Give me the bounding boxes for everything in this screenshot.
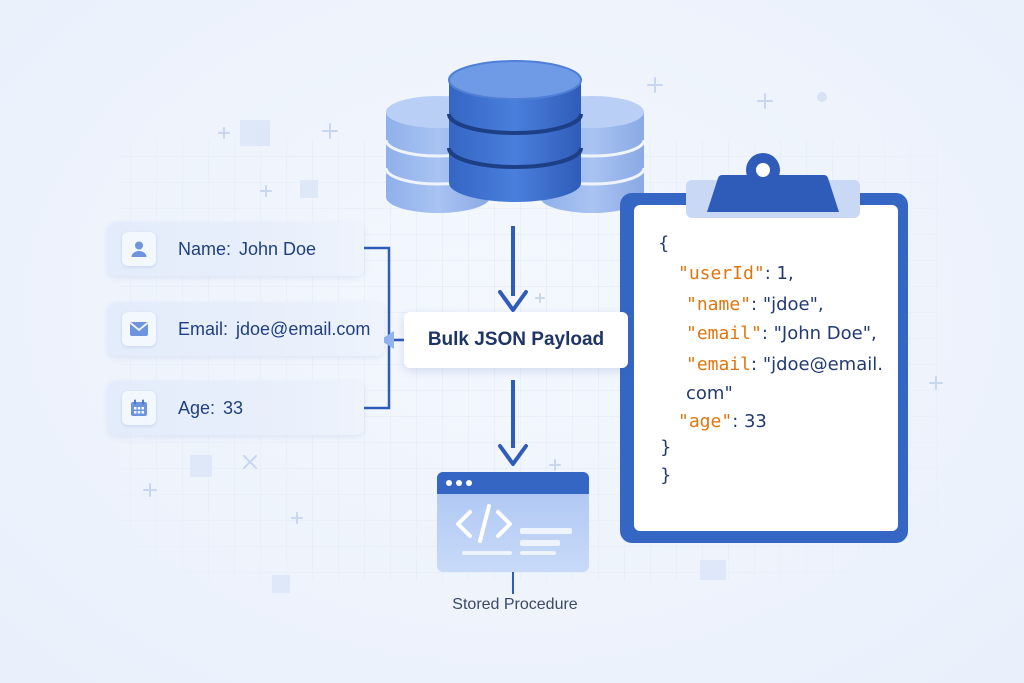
payload-label: Bulk JSON Payload <box>427 329 605 350</box>
json-line: } <box>660 465 672 486</box>
field-age-label: Age: <box>178 397 216 418</box>
json-line: "name": "jdoe", <box>686 294 824 315</box>
clipboard-icon <box>620 153 908 543</box>
json-line: "userId": 1, <box>678 263 794 284</box>
envelope-icon <box>122 312 156 346</box>
field-name-label: Name: <box>178 238 232 259</box>
field-card-age: Age: 33 <box>108 381 364 435</box>
field-name-text: Name: John Doe <box>178 239 316 260</box>
field-age-value: 33 <box>223 397 244 418</box>
user-icon <box>122 232 156 266</box>
field-age-text: Age: 33 <box>178 398 243 419</box>
left-pointer-arrow <box>380 331 394 349</box>
json-line: "email": "John Doe", <box>686 323 877 344</box>
json-line: "age": 33 <box>678 411 767 432</box>
bulk-json-payload-box: Bulk JSON Payload <box>404 312 628 368</box>
database-icon <box>384 60 646 213</box>
field-email-text: Email: jdoe@email.com <box>178 319 370 340</box>
field-card-email: Email: jdoe@email.com <box>108 302 384 356</box>
json-line: "email: "jdoe@email. <box>686 354 883 375</box>
field-email-label: Email: <box>178 318 229 339</box>
json-line: com" <box>686 383 733 404</box>
code-window-icon <box>437 472 589 572</box>
json-line: { <box>658 233 670 254</box>
calendar-icon <box>122 391 156 425</box>
field-name-value: John Doe <box>239 238 317 259</box>
stored-procedure-label: Stored Procedure <box>452 596 578 613</box>
json-line: } <box>660 437 672 458</box>
field-email-value: jdoe@email.com <box>236 318 371 339</box>
field-card-name: Name: John Doe <box>108 222 364 276</box>
